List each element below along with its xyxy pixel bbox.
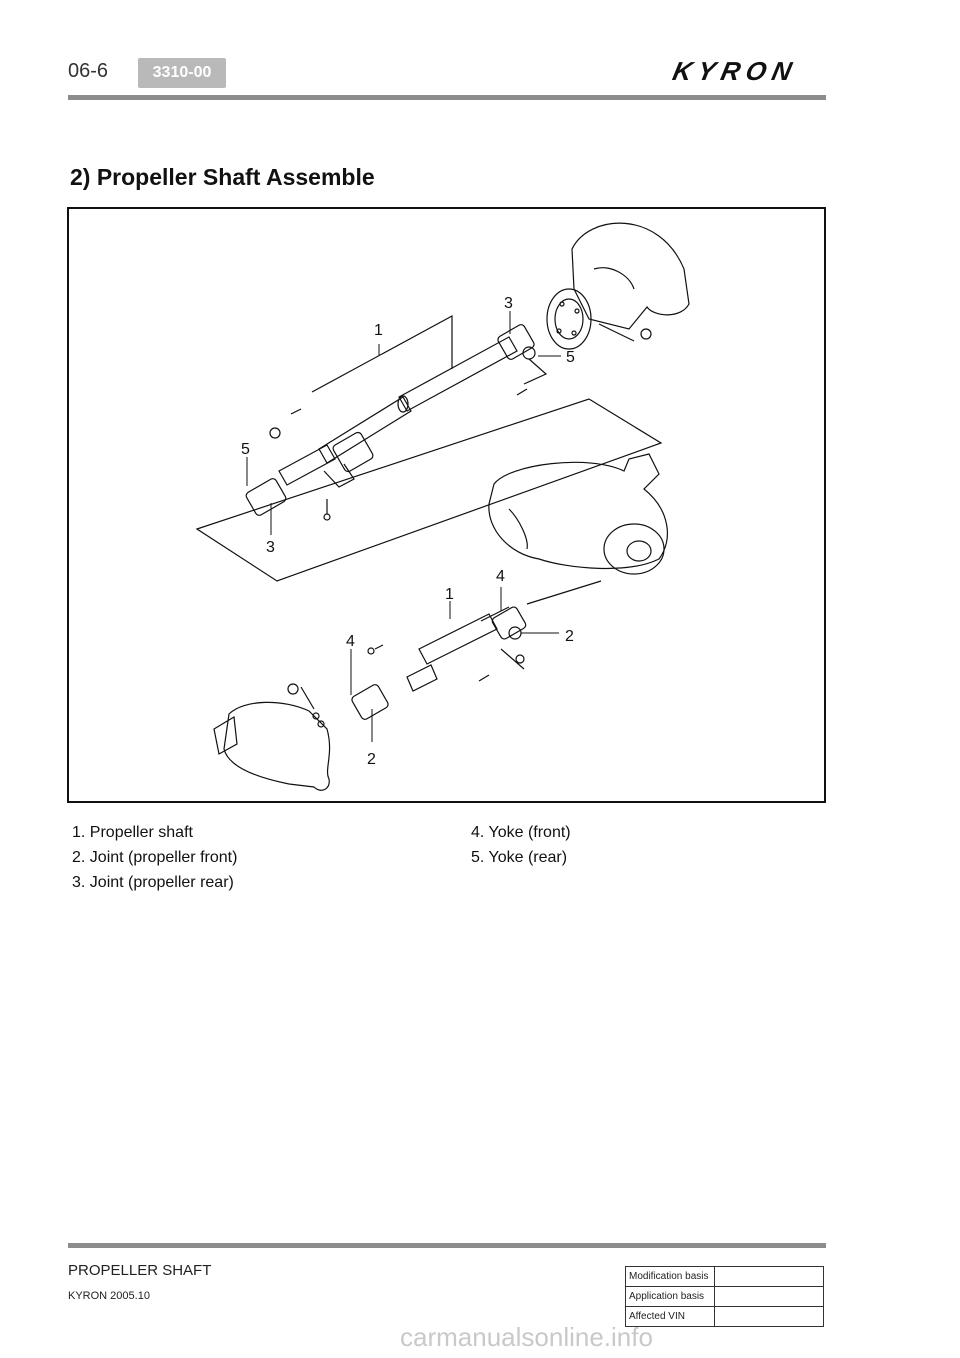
- affected-vin-value: [714, 1306, 824, 1327]
- page-number: 06-6: [68, 60, 109, 82]
- legend-item-2: 2. Joint (propeller front): [72, 849, 238, 866]
- transfer-case-housing: [213, 683, 331, 791]
- footer-divider: [68, 1243, 826, 1248]
- front-propeller-shaft: [351, 606, 527, 720]
- footer-chapter-title: PROPELLER SHAFT: [68, 1262, 212, 1279]
- table-row: Affected VIN: [625, 1306, 824, 1327]
- callout-4-front-top: 4: [496, 568, 505, 585]
- kyron-logo-text: KYRON: [670, 58, 800, 86]
- rear-propeller-shaft: [245, 324, 536, 521]
- application-basis-label: Application basis: [625, 1286, 715, 1307]
- callout-5-rear-left: 5: [241, 441, 250, 458]
- application-basis-value: [714, 1286, 824, 1307]
- view-divider-lines: [195, 314, 663, 582]
- header-divider: [68, 95, 826, 100]
- modification-basis-value: [714, 1266, 824, 1287]
- callout-3-rear-bottom: 3: [266, 539, 275, 556]
- legend-item-3: 3. Joint (propeller rear): [72, 874, 234, 891]
- legend-item-1: 1. Propeller shaft: [72, 824, 193, 841]
- modification-table: Modification basis Application basis Aff…: [625, 1266, 824, 1327]
- front-differential-housing: [488, 453, 668, 605]
- kyron-logo: KYRON: [640, 56, 828, 88]
- footer-document-id: KYRON 2005.10: [68, 1290, 150, 1302]
- legend-item-4: 4. Yoke (front): [471, 824, 571, 841]
- callout-2-front-right: 2: [565, 628, 574, 645]
- callout-1-front: 1: [445, 586, 454, 603]
- legend-item-5: 5. Yoke (rear): [471, 849, 568, 866]
- callout-1-rear: 1: [374, 322, 383, 339]
- section-title: 2) Propeller Shaft Assemble: [70, 164, 375, 190]
- callout-3-rear-top: 3: [504, 295, 513, 312]
- rear-differential-housing: [546, 222, 690, 350]
- propeller-shaft-diagram: 1 3 5 5 3 1 4 2 4 2: [67, 207, 826, 803]
- callout-4-front-left: 4: [346, 633, 355, 650]
- table-row: Application basis: [625, 1286, 824, 1307]
- table-row: Modification basis: [625, 1266, 824, 1287]
- watermark-text: carmanualsonline.info: [400, 1322, 653, 1352]
- callout-5-rear-right: 5: [566, 349, 575, 366]
- callout-2-front-bottom: 2: [367, 751, 376, 768]
- section-code-badge: 3310-00: [138, 58, 226, 88]
- callout-leader-lines: [246, 311, 561, 742]
- modification-basis-label: Modification basis: [625, 1266, 715, 1287]
